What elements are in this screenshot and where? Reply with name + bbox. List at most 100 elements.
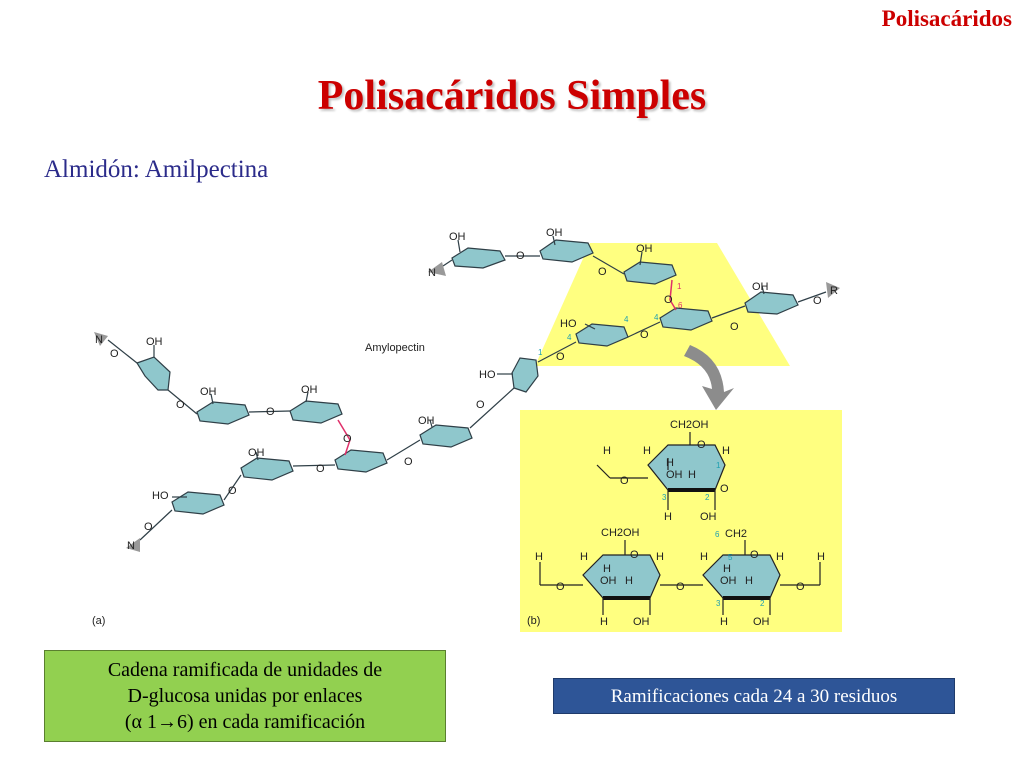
chain-end-n: N [428, 267, 436, 279]
svg-text:6: 6 [715, 530, 720, 539]
svg-text:6: 6 [678, 301, 683, 310]
svg-text:H: H [722, 445, 730, 457]
svg-text:OH: OH [200, 386, 217, 398]
svg-text:4: 4 [654, 313, 659, 322]
svg-text:O: O [750, 549, 759, 561]
svg-text:O: O [110, 348, 119, 360]
svg-text:OH: OH [546, 227, 563, 239]
svg-text:O: O [266, 406, 275, 418]
svg-text:CH2: CH2 [725, 528, 747, 540]
svg-text:4: 4 [624, 315, 629, 324]
svg-text:OH: OH [720, 575, 737, 587]
svg-text:H: H [776, 551, 784, 563]
svg-text:H: H [625, 575, 633, 587]
caption-line: D-glucosa unidas por enlaces [127, 685, 363, 707]
svg-text:H: H [745, 575, 753, 587]
svg-text:OH: OH [633, 616, 650, 628]
caption-line: (α 1→6) en cada ramificación [124, 711, 366, 733]
svg-text:H: H [666, 457, 674, 469]
amylopectin-label: Amylopectin [365, 342, 425, 354]
svg-text:2: 2 [760, 599, 765, 608]
svg-text:O: O [556, 351, 565, 363]
svg-text:H: H [535, 551, 543, 563]
svg-text:O: O [343, 433, 352, 445]
svg-text:OH: OH [666, 469, 683, 481]
svg-text:CH2OH: CH2OH [670, 419, 709, 431]
panel-b-thick-edges [603, 488, 770, 600]
svg-text:H: H [603, 445, 611, 457]
zoom-arrow-icon [684, 345, 734, 410]
svg-text:H: H [603, 563, 611, 575]
caption-line: Cadena ramificada de unidades de [107, 659, 383, 681]
amylopectin-diagram: OH OH OH HO OH HO OH OH HO OH OH OH Amyl… [92, 227, 842, 632]
svg-text:HO: HO [560, 318, 577, 330]
chain-end-r: R [830, 285, 838, 297]
subtitle: Almidón: Amilpectina [44, 156, 269, 183]
svg-text:HO: HO [152, 490, 169, 502]
svg-text:HO: HO [479, 369, 496, 381]
svg-text:OH: OH [146, 336, 163, 348]
chain-end-arrows [94, 262, 840, 552]
svg-text:2: 2 [705, 493, 710, 502]
svg-text:O: O [516, 250, 525, 262]
svg-text:O: O [556, 581, 565, 593]
svg-text:4: 4 [567, 333, 572, 342]
panel-b-bonds [539, 432, 821, 615]
svg-text:H: H [643, 445, 651, 457]
svg-text:H: H [600, 616, 608, 628]
corner-title: Polisacáridos [881, 6, 1012, 31]
svg-text:H: H [688, 469, 696, 481]
svg-text:H: H [700, 551, 708, 563]
svg-text:H: H [720, 616, 728, 628]
panel-a-label: (a) [92, 615, 105, 627]
svg-text:O: O [144, 521, 153, 533]
svg-text:OH: OH [752, 281, 769, 293]
svg-text:N: N [95, 334, 103, 346]
svg-text:H: H [580, 551, 588, 563]
svg-text:OH: OH [753, 616, 770, 628]
svg-text:O: O [316, 463, 325, 475]
page-title: Polisacáridos Simples [317, 73, 707, 119]
svg-text:OH: OH [700, 511, 717, 523]
svg-text:O: O [404, 456, 413, 468]
panel-b-label: (b) [527, 615, 540, 627]
svg-text:H: H [656, 551, 664, 563]
caption-branching: Cadena ramificada de unidades de D-gluco… [44, 650, 446, 742]
caption-branch-frequency: Ramificaciones cada 24 a 30 residuos [553, 678, 955, 714]
panel-a-rings [136, 239, 799, 515]
svg-text:1: 1 [716, 461, 721, 470]
svg-text:O: O [176, 399, 185, 411]
svg-text:OH: OH [248, 447, 265, 459]
svg-text:H: H [664, 511, 672, 523]
svg-text:5: 5 [728, 553, 733, 562]
svg-text:O: O [476, 399, 485, 411]
svg-text:O: O [730, 321, 739, 333]
svg-text:O: O [676, 581, 685, 593]
svg-text:OH: OH [636, 243, 653, 255]
svg-text:OH: OH [301, 384, 318, 396]
panel-b-rings [582, 444, 781, 599]
svg-text:OH: OH [600, 575, 617, 587]
svg-text:1: 1 [677, 282, 682, 291]
panel-a-bonds [107, 235, 827, 541]
svg-text:O: O [620, 475, 629, 487]
svg-text:H: H [723, 563, 731, 575]
svg-text:CH2OH: CH2OH [601, 527, 640, 539]
panel-a-labels: OH OH OH HO OH HO OH OH HO OH OH OH Amyl… [92, 227, 838, 627]
svg-text:3: 3 [716, 599, 721, 608]
svg-text:1: 1 [538, 348, 543, 357]
svg-text:O: O [630, 549, 639, 561]
svg-text:O: O [640, 329, 649, 341]
panel-b-background [520, 410, 842, 632]
svg-text:H: H [817, 551, 825, 563]
svg-text:O: O [697, 439, 706, 451]
svg-text:O: O [598, 266, 607, 278]
svg-text:O: O [796, 581, 805, 593]
panel-b-labels: CH2OH O H H H H OH H O H OH O CH2 CH2OH … [527, 419, 825, 628]
svg-text:3: 3 [662, 493, 667, 502]
svg-text:O: O [664, 294, 673, 306]
svg-text:OH: OH [449, 231, 466, 243]
svg-text:O: O [813, 295, 822, 307]
svg-text:N: N [127, 540, 135, 552]
svg-text:O: O [720, 483, 729, 495]
